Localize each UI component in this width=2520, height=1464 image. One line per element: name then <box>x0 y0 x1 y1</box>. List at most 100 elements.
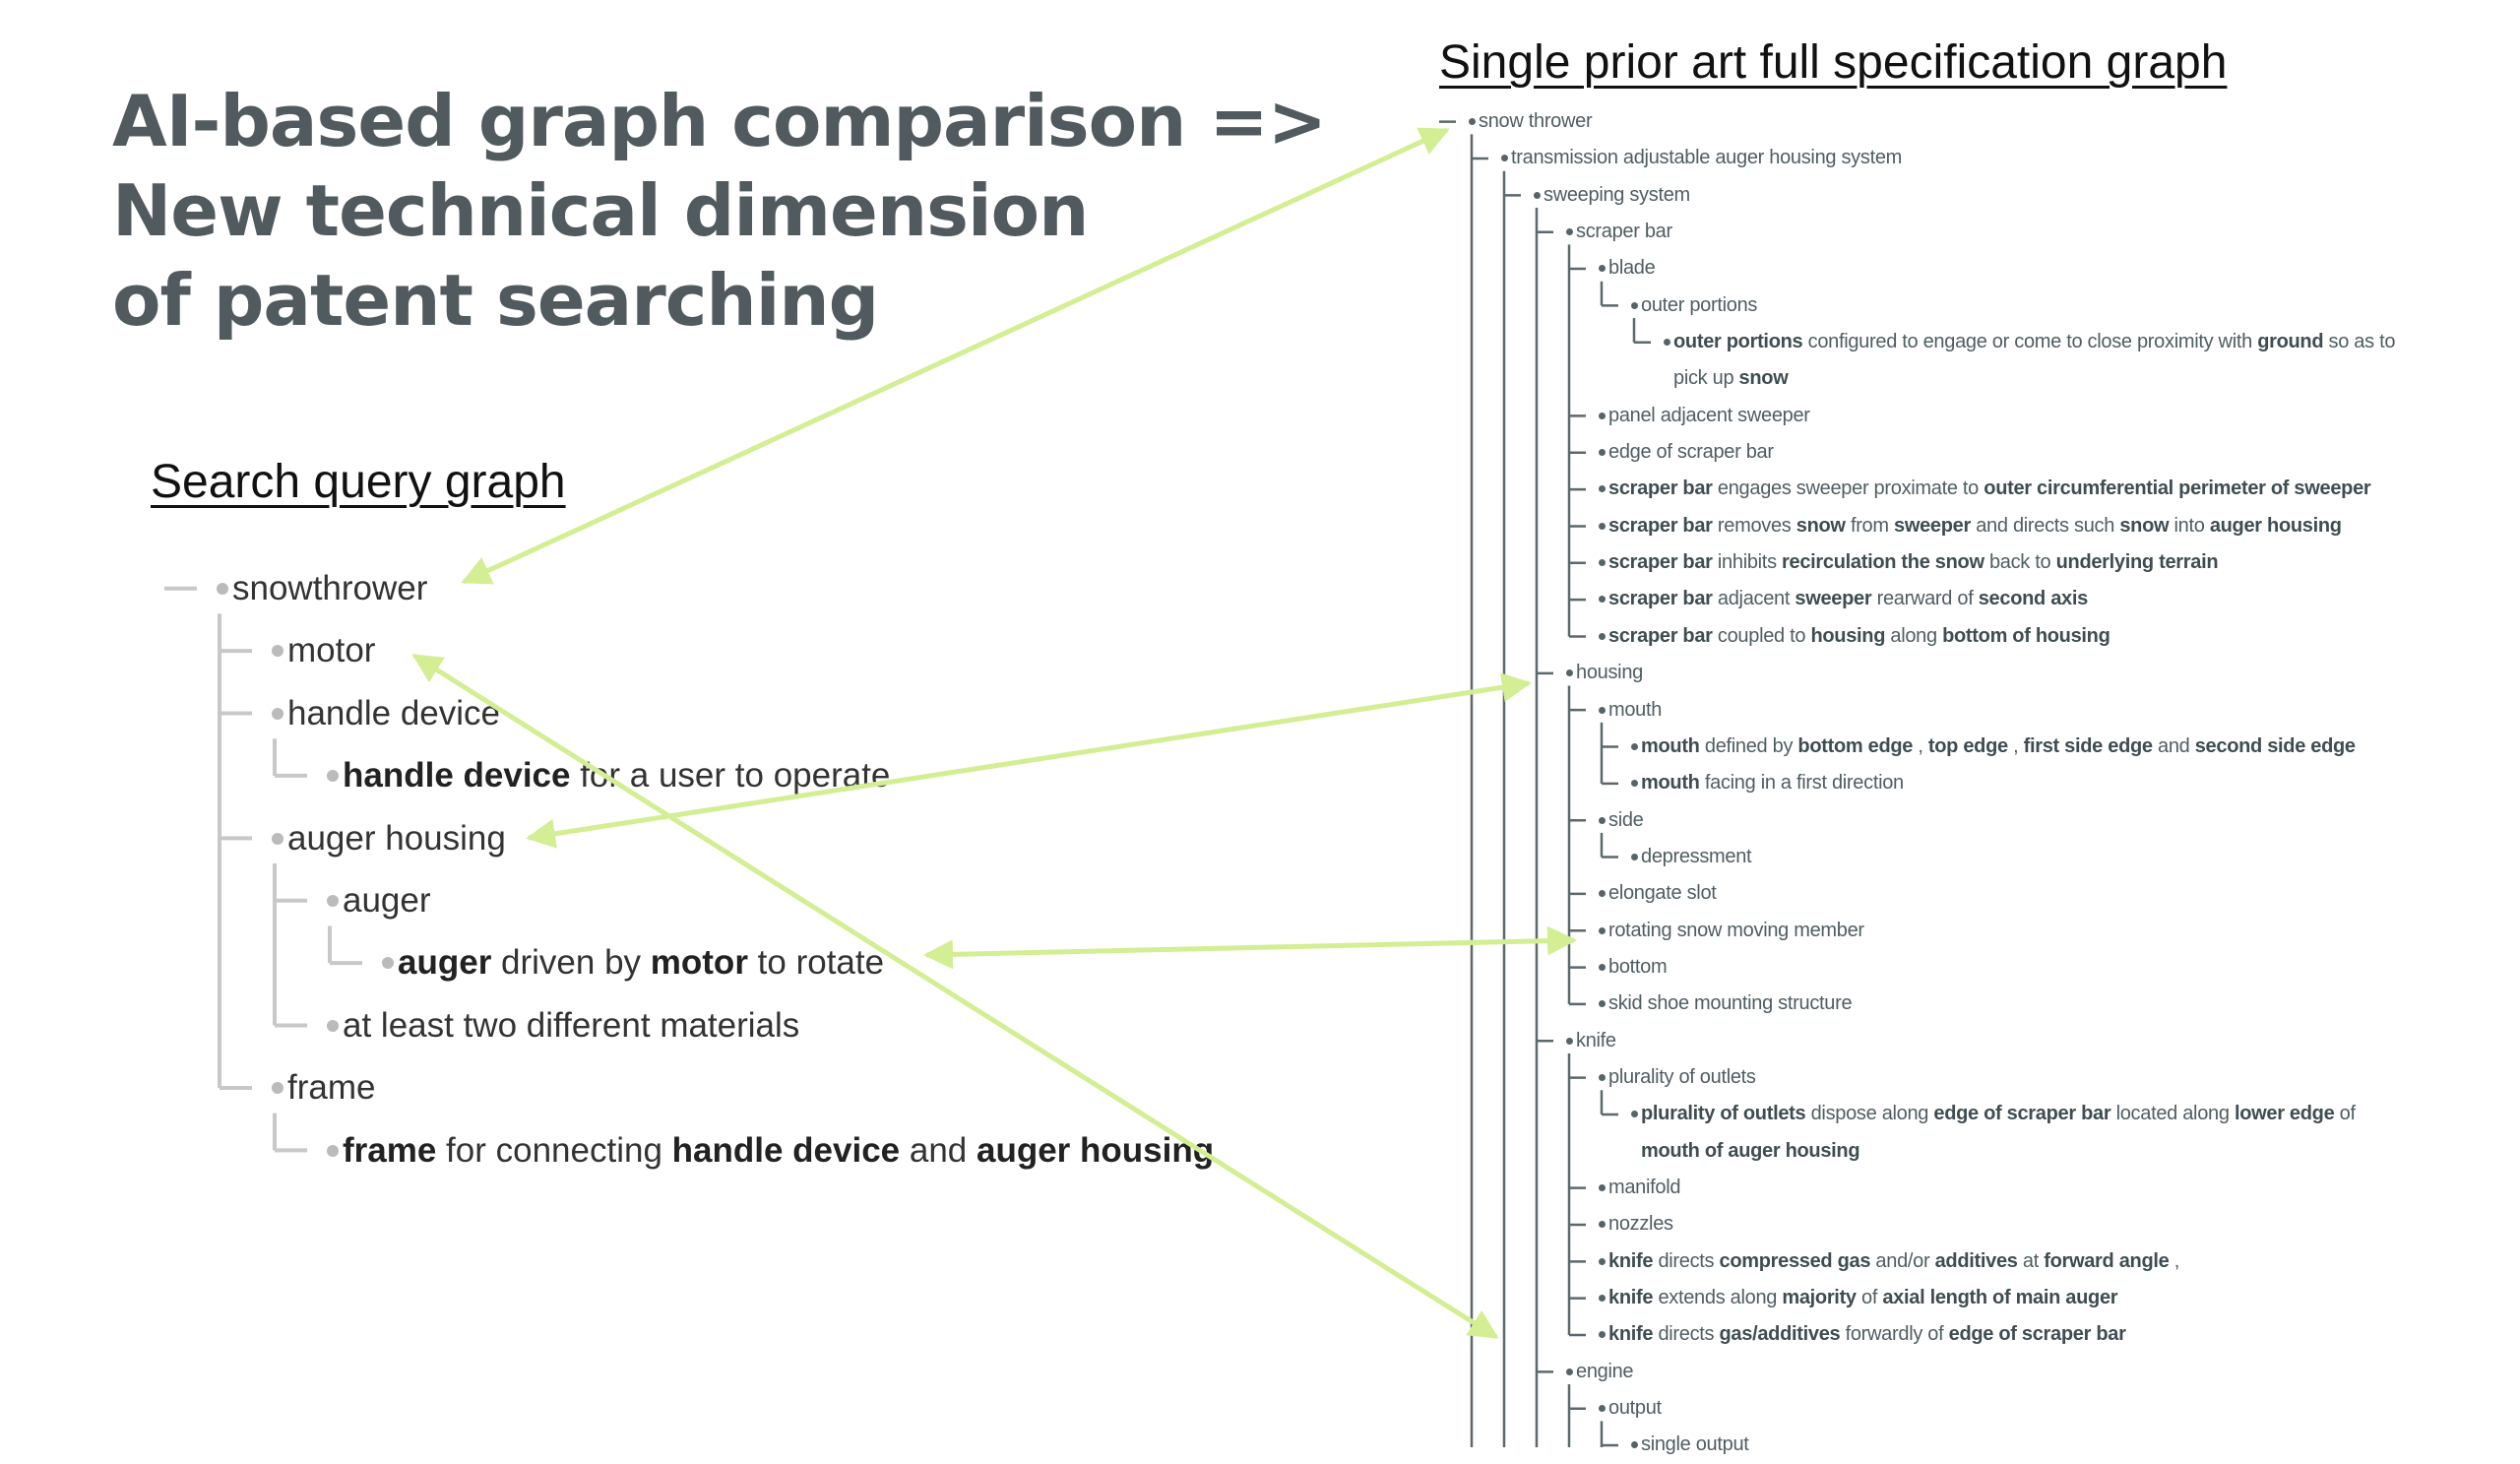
tree-node[interactable]: mouth facing in a first direction <box>0 765 2520 801</box>
tree-node[interactable]: plurality of outlets dispose along edge … <box>0 1096 2520 1170</box>
node-text: frame <box>287 1068 376 1108</box>
tree-node[interactable]: scraper bar inhibits recirculation the s… <box>0 544 2520 581</box>
tree-node[interactable]: elongate slot <box>0 875 2520 912</box>
tree-node[interactable]: outer portions configured to engage or c… <box>0 324 2520 398</box>
node-term: underlying terrain <box>2055 551 2219 574</box>
tree-node[interactable]: transmission adjustable auger housing sy… <box>0 140 2520 176</box>
bullet-icon <box>1501 155 1508 162</box>
tree-node[interactable]: single output <box>0 1427 2520 1463</box>
node-term: mouth of auger housing <box>1641 1139 1860 1162</box>
tree-node[interactable]: blade <box>0 250 2520 286</box>
bullet-icon <box>327 1144 339 1157</box>
bullet-icon <box>1631 1111 1638 1118</box>
tree-node[interactable]: frame <box>0 1056 1378 1118</box>
node-text: and <box>2152 734 2195 757</box>
tree-node[interactable]: outer portions <box>0 287 2520 324</box>
tree-node[interactable]: panel adjacent sweeper <box>0 398 2520 434</box>
node-text: and/or <box>1870 1249 1935 1272</box>
node-label: mouth facing in a first direction <box>1641 765 1904 801</box>
bullet-icon <box>327 1019 339 1032</box>
node-label: side <box>1608 802 1644 839</box>
tree-node[interactable]: side <box>0 802 2520 839</box>
tree-node[interactable]: edge of scraper bar <box>0 434 2520 471</box>
bullet-icon <box>1599 816 1606 824</box>
node-term: second axis <box>1978 588 2089 610</box>
tree-node[interactable]: knife <box>0 1023 2520 1059</box>
tree-node[interactable]: sweeping system <box>0 177 2520 214</box>
node-term: edge of scraper bar <box>1933 1103 2111 1125</box>
node-label: scraper bar engages sweeper proximate to… <box>1608 471 2371 507</box>
bullet-icon <box>382 957 394 970</box>
bullet-icon <box>1631 853 1638 860</box>
bullet-icon <box>327 895 339 908</box>
tree-node[interactable]: engine <box>0 1354 2520 1390</box>
node-term: top edge <box>1927 734 2008 757</box>
node-label: output <box>1608 1390 1662 1427</box>
tree-node[interactable]: mouth <box>0 692 2520 729</box>
node-term: outer portions <box>1673 331 1803 353</box>
tree-node[interactable]: skid shoe mounting structure <box>0 986 2520 1022</box>
node-label: frame <box>287 1068 375 1107</box>
tree-node[interactable]: mouth defined by bottom edge , top edge … <box>0 729 2520 765</box>
node-term: gas/additives <box>1719 1323 1841 1346</box>
bullet-icon <box>272 645 284 658</box>
node-text: inhibits <box>1712 551 1783 574</box>
tree-node[interactable]: motor <box>0 619 1378 681</box>
tree-node[interactable]: nozzles <box>0 1206 2520 1242</box>
bullet-icon <box>1599 1221 1606 1229</box>
node-label: outer portions <box>1641 287 1757 324</box>
node-text: directs <box>1653 1323 1720 1346</box>
bullet-icon <box>272 832 284 845</box>
tree-node[interactable]: knife directs gas/additives forwardly of… <box>0 1316 2520 1353</box>
tree-node[interactable]: knife extends along majority of axial le… <box>0 1280 2520 1316</box>
node-label: scraper bar removes snow from sweeper an… <box>1608 508 2342 544</box>
node-label: depressment <box>1641 839 1752 875</box>
tree-node[interactable]: output <box>0 1390 2520 1427</box>
prior-art-graph-title: Single prior art full specification grap… <box>1439 36 2228 89</box>
tree-node[interactable]: scraper bar <box>0 214 2520 250</box>
bullet-icon <box>1599 1331 1606 1339</box>
tree-node[interactable]: plurality of outlets <box>0 1059 2520 1096</box>
tree-node[interactable]: scraper bar adjacent sweeper rearward of… <box>0 581 2520 617</box>
tree-node[interactable]: rotating snow moving member <box>0 913 2520 949</box>
node-term: lower edge <box>2234 1103 2335 1125</box>
tree-node[interactable]: snowthrower <box>0 557 1378 619</box>
node-label: motor <box>287 631 375 669</box>
bullet-icon <box>1631 742 1638 750</box>
tree-node[interactable]: scraper bar coupled to housing along bot… <box>0 618 2520 655</box>
node-text: along <box>1885 624 1943 647</box>
node-label: knife directs compressed gas and/or addi… <box>1608 1243 2179 1280</box>
node-label: skid shoe mounting structure <box>1608 986 1853 1022</box>
node-text: directs <box>1653 1249 1720 1272</box>
node-label: blade <box>1608 250 1656 286</box>
node-term: mouth <box>1641 772 1700 795</box>
tree-node[interactable]: manifold <box>0 1170 2520 1206</box>
tree-node[interactable]: scraper bar engages sweeper proximate to… <box>0 471 2520 507</box>
node-term: knife <box>1608 1249 1654 1272</box>
tree-node[interactable]: scraper bar removes snow from sweeper an… <box>0 508 2520 544</box>
bullet-icon <box>1599 963 1606 971</box>
node-label: knife directs gas/additives forwardly of… <box>1608 1316 2126 1353</box>
node-text: elongate slot <box>1608 882 1717 905</box>
tree-node[interactable]: snow thrower <box>0 103 2520 140</box>
node-label: panel adjacent sweeper <box>1608 398 1810 434</box>
node-term: edge of scraper bar <box>1948 1323 2126 1346</box>
bullet-icon <box>1599 596 1606 604</box>
node-text: from <box>1845 514 1895 537</box>
node-text: motor <box>287 631 376 670</box>
bullet-icon <box>1599 412 1606 419</box>
tree-node[interactable]: bottom <box>0 949 2520 986</box>
tree-node[interactable]: depressment <box>0 839 2520 875</box>
node-term: snow <box>1738 367 1789 390</box>
node-text: coupled to <box>1712 624 1811 647</box>
tree-node[interactable]: knife directs compressed gas and/or addi… <box>0 1243 2520 1280</box>
node-term: recirculation the snow <box>1782 551 1984 574</box>
node-text: bottom <box>1608 955 1668 978</box>
node-label: rotating snow moving member <box>1608 913 1864 949</box>
bullet-icon <box>1534 191 1541 199</box>
tree-node[interactable]: housing <box>0 655 2520 691</box>
bullet-icon <box>1664 339 1670 347</box>
node-label: outer portions configured to engage or c… <box>1673 324 2412 398</box>
node-term: sweeper <box>1894 514 1971 537</box>
node-label: plurality of outlets dispose along edge … <box>1641 1096 2412 1170</box>
